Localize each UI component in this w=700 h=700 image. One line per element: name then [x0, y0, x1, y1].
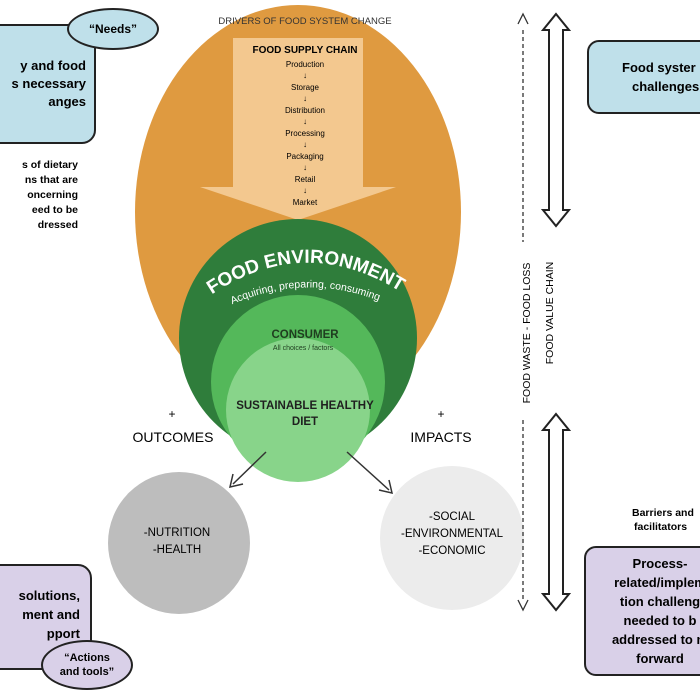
diet-label-line1: SUSTAINABLE HEALTHY — [236, 400, 374, 412]
actions-bubble-line: “Actions — [64, 652, 110, 664]
process-box-line: Process- — [632, 556, 688, 571]
drivers-label: DRIVERS OF FOOD SYSTEM CHANGE — [218, 16, 391, 27]
impacts-items: -SOCIAL -ENVIRONMENTAL -ECONOMIC — [401, 511, 504, 557]
outcomes-circle — [108, 472, 250, 614]
item-text: -SOCIAL — [429, 511, 476, 523]
supply-chain-step: Packaging — [286, 152, 323, 161]
supply-chain-step-arrow: ↓ — [303, 71, 307, 80]
process-box-line: needed to b — [623, 613, 697, 628]
supply-chain-step-arrow: ↓ — [303, 140, 307, 149]
item-text: -ECONOMIC — [418, 545, 485, 557]
needs-note-line: eed to be — [31, 204, 78, 216]
item-text: -NUTRITION — [144, 527, 210, 539]
upper-double-arrow — [540, 12, 572, 228]
item-text: -ENVIRONMENTAL — [401, 528, 504, 540]
needs-bubble: “Needs” — [67, 8, 159, 50]
arrow-to-impacts-head — [378, 479, 394, 495]
actions-box-line: solutions, — [18, 588, 80, 603]
item-text: -HEALTH — [153, 544, 201, 556]
arrow-to-outcomes — [232, 451, 267, 485]
supply-chain-step: Market — [293, 198, 318, 207]
supply-chain-step-arrow: ↓ — [303, 94, 307, 103]
consumer-title: CONSUMER — [271, 329, 339, 341]
process-box-line: tion challeng — [619, 594, 700, 609]
process-box-line: forward — [636, 651, 684, 666]
lower-double-arrow — [540, 412, 572, 612]
process-challenges-box: Process- related/implem tion challeng ne… — [584, 546, 700, 676]
lower-dashed-arrow-head — [517, 599, 529, 612]
impacts-circle — [380, 466, 524, 610]
needs-bubble-text: “Needs” — [88, 22, 138, 36]
challenges-box-line: Food syster — [622, 60, 696, 75]
impacts-plus: + — [437, 407, 444, 421]
process-box-line: addressed to m — [611, 632, 700, 647]
barriers-note-line: Barriers and — [632, 507, 694, 519]
consumer-subtitle: All choices / factors — [273, 345, 334, 352]
supply-chain-step-arrow: ↓ — [303, 117, 307, 126]
barriers-note: Barriers and facilitators — [620, 506, 700, 534]
supply-chain-step: Retail — [295, 175, 316, 184]
actions-box-line: pport — [46, 626, 80, 641]
needs-box-line: anges — [48, 94, 86, 109]
supply-chain-step: Storage — [291, 83, 320, 92]
supply-chain-title: FOOD SUPPLY CHAIN — [252, 45, 357, 56]
needs-note: s of dietary ns that are oncerning eed t… — [0, 158, 78, 233]
needs-note-line: ns that are — [24, 174, 78, 186]
needs-box-line: s necessary — [11, 76, 86, 91]
supply-chain-step-arrow: ↓ — [303, 186, 307, 195]
actions-bubble-line: and tools” — [59, 666, 115, 678]
diet-circle — [226, 338, 370, 482]
actions-box-line: ment and — [22, 607, 80, 622]
actions-bubble: “Actions and tools” — [41, 640, 133, 690]
waste-loss-label: FOOD WASTE - FOOD LOSS — [521, 263, 533, 404]
outcomes-items: -NUTRITION -HEALTH — [144, 527, 210, 556]
supply-chain-step: Processing — [285, 129, 325, 138]
needs-note-line: oncerning — [27, 189, 78, 201]
needs-note-line: s of dietary — [21, 159, 78, 171]
outcomes-label: OUTCOMES — [133, 429, 214, 445]
arrow-to-outcomes-head — [228, 473, 244, 489]
process-box-line: related/implem — [614, 575, 700, 590]
challenges-box: Food syster challenges — [587, 40, 700, 114]
value-chain-label: FOOD VALUE CHAIN — [544, 262, 556, 365]
supply-chain-step: Production — [286, 60, 324, 69]
needs-box-line: y and food — [20, 58, 86, 73]
outcomes-plus: + — [168, 407, 175, 421]
impacts-label: IMPACTS — [410, 429, 471, 445]
barriers-note-line: facilitators — [634, 521, 688, 533]
supply-chain-arrow — [200, 38, 396, 220]
challenges-box-line: challenges — [632, 79, 700, 94]
diet-label-line2: DIET — [292, 416, 318, 428]
supply-chain-step-arrow: ↓ — [303, 163, 307, 172]
supply-chain-step: Distribution — [285, 106, 325, 115]
needs-note-line: dressed — [37, 219, 78, 231]
arrow-to-impacts — [346, 451, 390, 491]
supply-chain-steps: Production ↓ Storage ↓ Distribution ↓ Processi… — [285, 60, 325, 207]
upper-dashed-arrow-head — [517, 12, 529, 25]
